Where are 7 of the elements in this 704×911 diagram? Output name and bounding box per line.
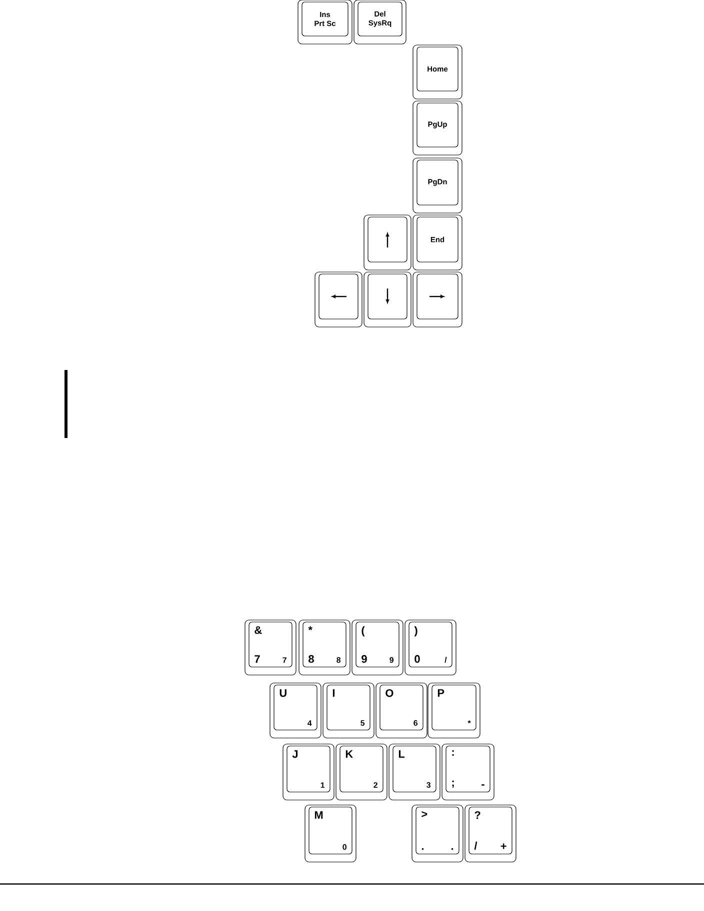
key-cap	[314, 272, 362, 328]
key-cap: ? / +	[464, 804, 516, 862]
key-cap: > . .	[412, 804, 464, 862]
key-cap	[364, 214, 412, 270]
key-cap	[364, 272, 412, 328]
key-cap: : ; -	[442, 744, 494, 800]
key-cap	[412, 272, 462, 328]
